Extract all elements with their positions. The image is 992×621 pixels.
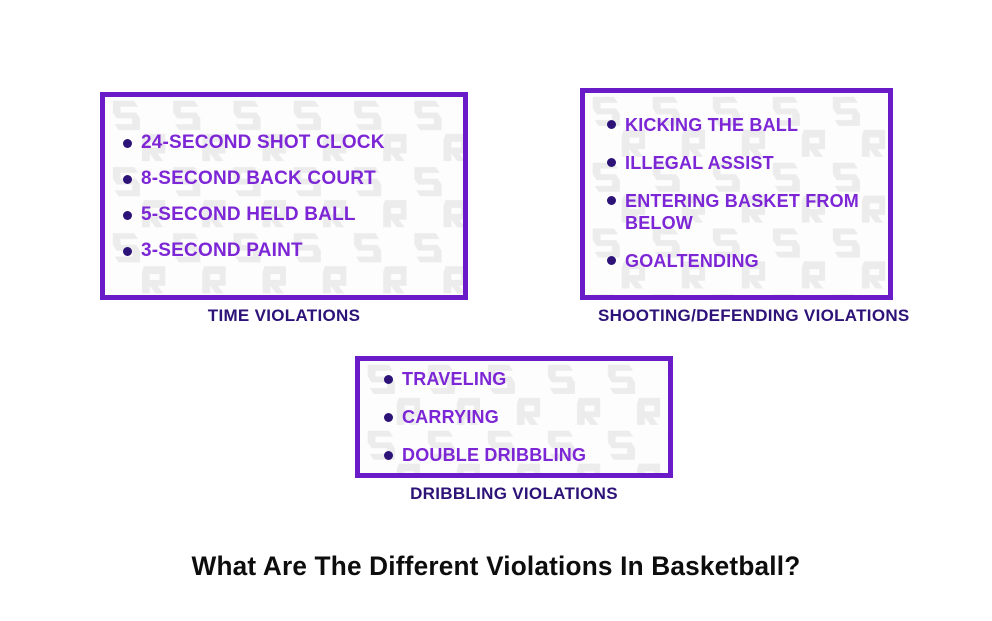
list-item: TRAVELING xyxy=(384,370,658,388)
violation-list-time: 24-SECOND SHOT CLOCK 8-SECOND BACK COURT… xyxy=(123,133,449,260)
violation-card-time: 24-SECOND SHOT CLOCK 8-SECOND BACK COURT… xyxy=(100,92,468,326)
violation-label: 24-SECOND SHOT CLOCK xyxy=(141,131,385,153)
violation-card-dribbling: TRAVELING CARRYING DOUBLE DRIBBLING DRIB… xyxy=(355,356,673,504)
bullet-point-icon xyxy=(607,255,616,265)
violation-label: DOUBLE DRIBBLING xyxy=(402,445,587,465)
bullet-point-icon xyxy=(123,246,132,256)
violation-label: ILLEGAL ASSIST xyxy=(625,153,774,174)
list-item: ENTERING BASKET FROM BELOW xyxy=(607,191,878,235)
violation-label: TRAVELING xyxy=(402,369,507,389)
bullet-point-icon xyxy=(123,138,132,148)
card-content-time: 24-SECOND SHOT CLOCK 8-SECOND BACK COURT… xyxy=(105,97,463,295)
bullet-point-icon xyxy=(123,174,132,184)
list-item: 5-SECOND HELD BALL xyxy=(123,205,449,224)
card-content-dribbling: TRAVELING CARRYING DOUBLE DRIBBLING xyxy=(360,361,668,473)
violation-label: 3-SECOND PAINT xyxy=(141,239,303,261)
violation-label: KICKING THE BALL xyxy=(625,115,799,136)
violation-label: GOALTENDING xyxy=(625,250,759,271)
list-item: CARRYING xyxy=(384,408,658,426)
list-item: 24-SECOND SHOT CLOCK xyxy=(123,133,449,152)
card-box-time: 24-SECOND SHOT CLOCK 8-SECOND BACK COURT… xyxy=(100,92,468,300)
list-item: ILLEGAL ASSIST xyxy=(607,153,878,175)
violation-label: ENTERING BASKET FROM BELOW xyxy=(625,191,860,233)
violation-list-shooting-defending: KICKING THE BALL ILLEGAL ASSIST ENTERING… xyxy=(607,115,878,273)
violation-card-shooting-defending: KICKING THE BALL ILLEGAL ASSIST ENTERING… xyxy=(580,88,910,326)
card-box-shooting-defending: KICKING THE BALL ILLEGAL ASSIST ENTERING… xyxy=(580,88,893,300)
card-caption-shooting-defending: SHOOTING/DEFENDING VIOLATIONS xyxy=(598,306,910,325)
list-item: GOALTENDING xyxy=(607,251,878,273)
bullet-point-icon xyxy=(384,413,393,422)
card-caption-dribbling: DRIBBLING VIOLATIONS xyxy=(410,484,618,503)
card-box-dribbling: TRAVELING CARRYING DOUBLE DRIBBLING xyxy=(355,356,673,478)
card-content-shooting-defending: KICKING THE BALL ILLEGAL ASSIST ENTERING… xyxy=(585,93,888,295)
violation-label: 5-SECOND HELD BALL xyxy=(141,203,356,225)
violation-label: 8-SECOND BACK COURT xyxy=(141,167,376,189)
bullet-point-icon xyxy=(607,158,616,168)
bullet-point-icon xyxy=(123,210,132,220)
list-item: DOUBLE DRIBBLING xyxy=(384,446,658,464)
bullet-point-icon xyxy=(384,451,393,460)
bullet-point-icon xyxy=(607,120,616,130)
violation-label: CARRYING xyxy=(402,407,499,427)
violation-list-dribbling: TRAVELING CARRYING DOUBLE DRIBBLING xyxy=(384,370,658,464)
bullet-point-icon xyxy=(384,375,393,384)
list-item: KICKING THE BALL xyxy=(607,115,878,137)
card-caption-time: TIME VIOLATIONS xyxy=(207,306,361,325)
list-item: 3-SECOND PAINT xyxy=(123,241,449,260)
list-item: 8-SECOND BACK COURT xyxy=(123,169,449,188)
bullet-point-icon xyxy=(607,196,616,206)
page-title: What Are The Different Violations In Bas… xyxy=(191,551,801,581)
